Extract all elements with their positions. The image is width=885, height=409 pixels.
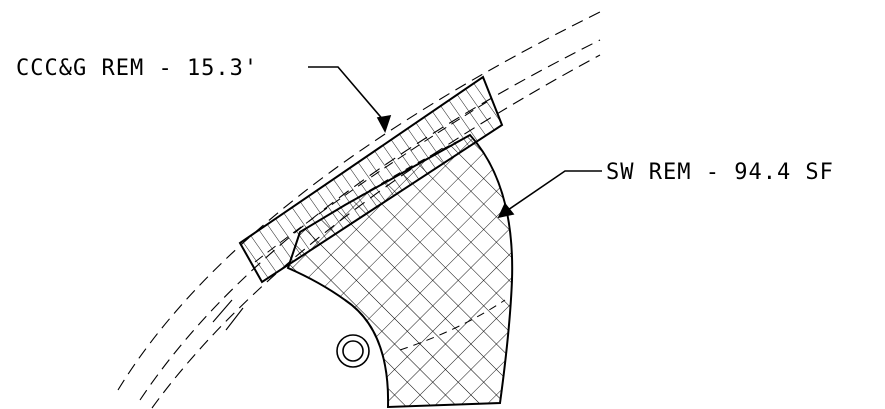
middle-dashed-arc — [139, 39, 601, 401]
edge-marks — [212, 299, 244, 331]
sidewalk-leader — [497, 170, 602, 219]
curb-leader — [308, 66, 392, 134]
sidewalk-removal-label: SW REM - 94.4 SF — [606, 160, 834, 185]
valve-icon — [336, 334, 370, 368]
curb-removal-area — [238, 75, 504, 284]
outer-dashed-arc — [117, 11, 601, 391]
curb-removal-label: CCC&G REM - 15.3' — [16, 56, 258, 81]
